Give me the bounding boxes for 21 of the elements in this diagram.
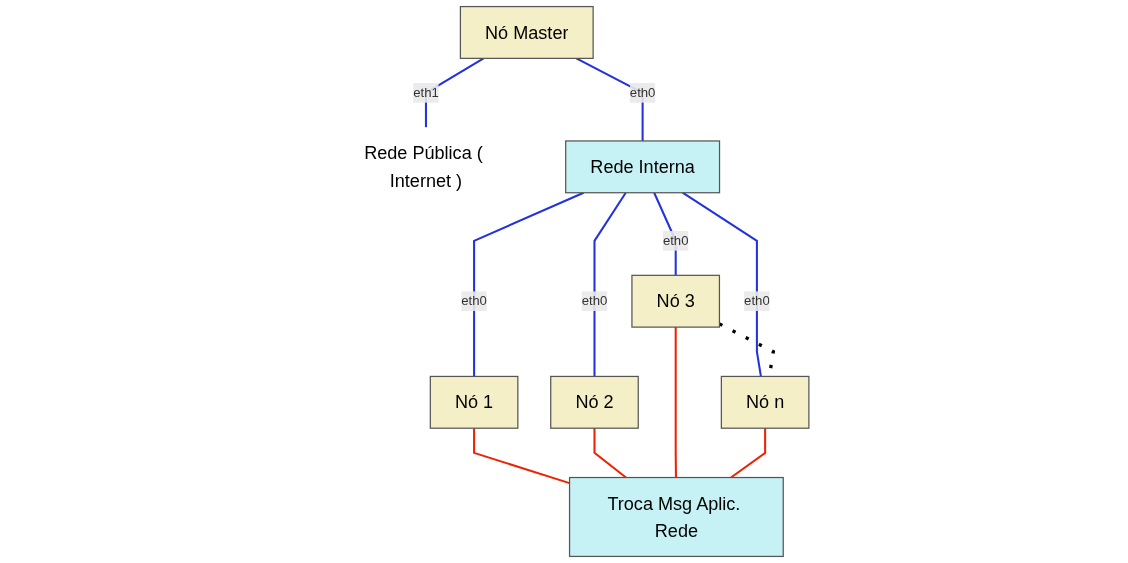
node-box: Nó n [720, 375, 810, 429]
node-box: Nó 1 [429, 375, 519, 429]
node-box: Nó 2 [550, 375, 639, 429]
connector [473, 428, 570, 485]
node-box: Nó Master [459, 5, 594, 59]
node-box: Rede Interna [565, 140, 721, 194]
connector [593, 192, 627, 377]
connector [674, 327, 677, 478]
connector [473, 191, 585, 377]
edge-label: eth0 [744, 293, 770, 308]
edge-label: eth1 [413, 85, 439, 100]
node-box: Nó 3 [631, 274, 721, 328]
edge-label: eth0 [629, 85, 656, 100]
edge-label: eth0 [461, 293, 487, 308]
node-box: Troca Msg Aplic. Rede [568, 476, 784, 558]
edge-label: eth0 [662, 233, 689, 248]
connector [730, 428, 767, 479]
connector [593, 428, 627, 479]
edge-label: eth0 [581, 293, 608, 308]
connector [682, 191, 762, 377]
node-text: Rede Pública ( Internet ) [364, 143, 483, 191]
